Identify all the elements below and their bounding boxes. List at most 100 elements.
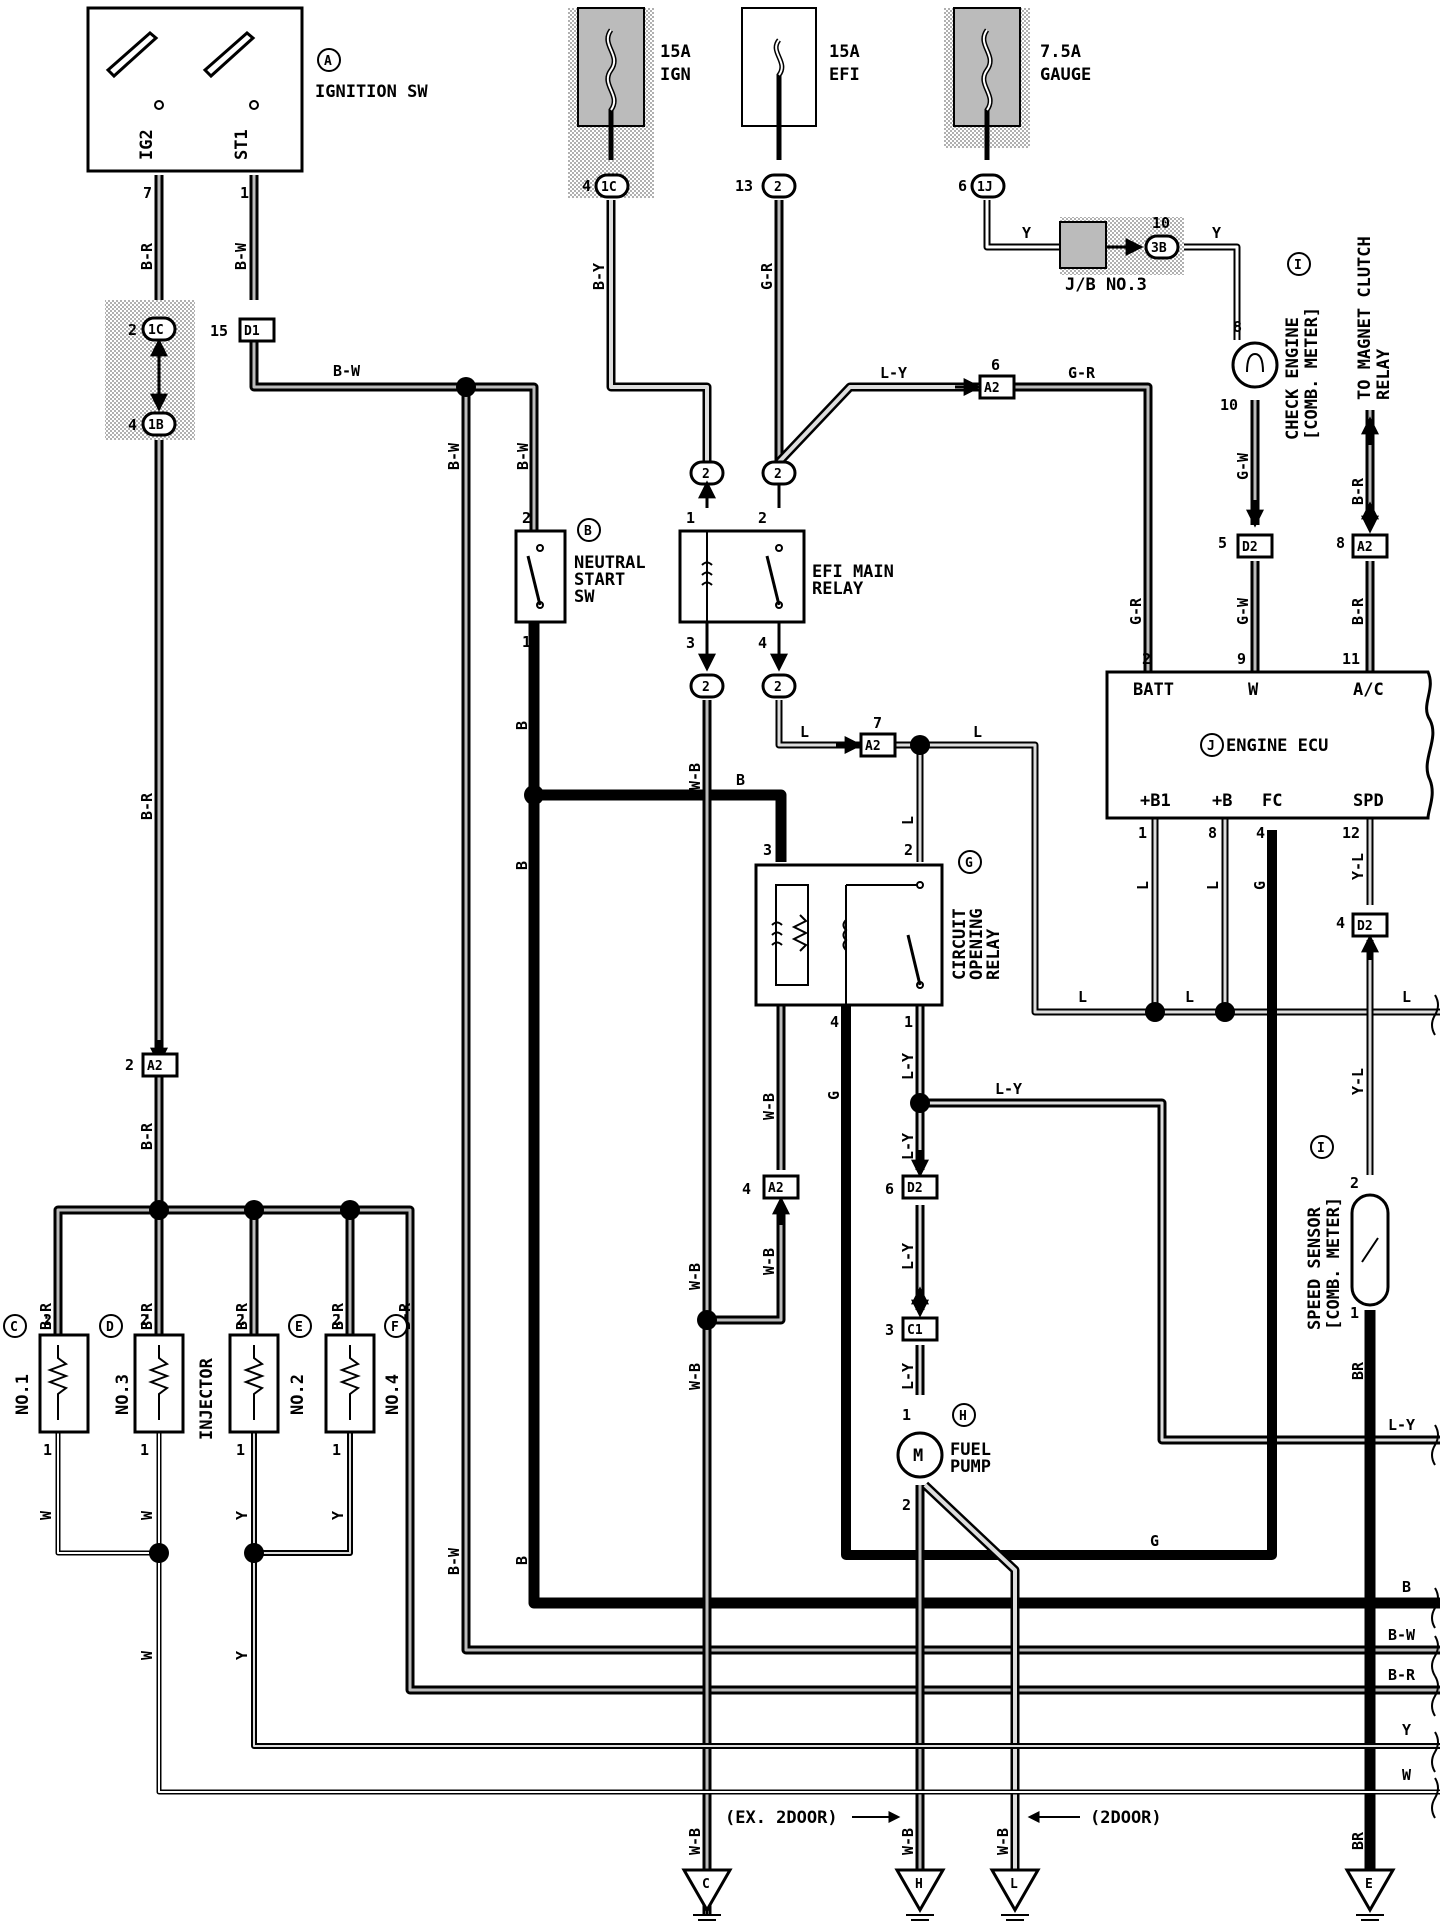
injector-label: INJECTOR [197, 1357, 217, 1440]
svg-text:13: 13 [735, 177, 753, 195]
svg-text:1: 1 [236, 1441, 245, 1459]
svg-text:2: 2 [1350, 1174, 1359, 1192]
wire-pump-ground [915, 1481, 1020, 1895]
svg-text:L-Y: L-Y [880, 364, 907, 382]
wire-wb-relay5 [707, 1005, 786, 1325]
svg-text:4: 4 [758, 634, 767, 652]
connector-a2-4: 4 A2 [742, 1174, 800, 1225]
svg-text:L: L [800, 723, 809, 741]
svg-text:2: 2 [125, 1056, 134, 1074]
svg-text:I: I [1317, 1141, 1325, 1156]
wire-b-relay [534, 789, 787, 862]
ground-c: C [681, 1868, 733, 1921]
injectors: 2 1 C NO.1 2 1 D NO.3 INJECTOR 2 1 E NO.… [3, 1311, 408, 1459]
svg-text:+B: +B [1212, 791, 1232, 811]
svg-text:Y: Y [1402, 1721, 1411, 1739]
svg-text:B-R: B-R [1349, 477, 1367, 505]
svg-text:15A: 15A [829, 42, 860, 62]
svg-text:L-Y: L-Y [899, 1243, 917, 1270]
svg-text:W-B: W-B [899, 1828, 917, 1855]
svg-text:NO.4: NO.4 [383, 1374, 403, 1415]
connector-d1: 15 D1 [210, 317, 276, 343]
svg-text:10: 10 [1220, 396, 1238, 414]
svg-text:9: 9 [1237, 650, 1246, 668]
svg-text:ENGINE ECU: ENGINE ECU [1226, 736, 1328, 756]
svg-text:6: 6 [991, 356, 1000, 374]
svg-text:A/C: A/C [1353, 680, 1384, 700]
svg-text:CHECK ENGINE: CHECK ENGINE [1283, 317, 1303, 440]
svg-text:1: 1 [1350, 1304, 1359, 1322]
svg-text:3B: 3B [1151, 241, 1167, 256]
fuse-efi: 15A EFI [741, 7, 860, 160]
svg-text:A2: A2 [768, 1181, 784, 1196]
connector-1c-ign: 4 1C [582, 173, 630, 199]
svg-text:SPEED SENSOR: SPEED SENSOR [1305, 1206, 1325, 1330]
svg-text:W-B: W-B [686, 1263, 704, 1290]
svg-text:D: D [106, 1320, 114, 1335]
svg-text:A2: A2 [865, 739, 881, 754]
svg-text:2: 2 [774, 680, 782, 695]
svg-text:2: 2 [904, 841, 913, 859]
ig2-label: IG2 [137, 129, 157, 160]
wire-g [841, 830, 1277, 1560]
svg-text:2: 2 [774, 467, 782, 482]
svg-text:M: M [913, 1446, 923, 1466]
svg-text:A2: A2 [984, 381, 1000, 396]
svg-text:[COMB. METER]: [COMB. METER] [1302, 307, 1322, 440]
wire-y-inj [251, 1432, 1440, 1749]
svg-text:15A: 15A [660, 42, 691, 62]
svg-text:B: B [513, 721, 531, 730]
st1-label: ST1 [232, 129, 252, 160]
svg-text:L: L [1204, 881, 1222, 890]
circuit-opening-relay: 3 2 4 1 G CIRCUIT OPENING RELAY [754, 841, 1004, 1031]
connector-a2-6: 6 A2 [955, 356, 1016, 400]
svg-text:L: L [899, 816, 917, 825]
connector-1j: 6 1J [958, 173, 1006, 199]
svg-text:2: 2 [43, 1311, 52, 1329]
svg-text:W: W [138, 1510, 156, 1520]
svg-text:1C: 1C [601, 180, 617, 195]
svg-text:1: 1 [140, 1441, 149, 1459]
magnet-clutch-label: TO MAGNET CLUTCH RELAY [1355, 236, 1394, 400]
svg-text:START: START [574, 570, 625, 590]
svg-text:(2DOOR): (2DOOR) [1090, 1808, 1162, 1828]
wire-b [528, 622, 1440, 1609]
jb3-label: J/B NO.3 [1065, 275, 1147, 295]
svg-text:L: L [1185, 988, 1194, 1006]
svg-text:I: I [1294, 258, 1302, 273]
svg-text:2: 2 [128, 321, 137, 339]
svg-text:B: B [513, 861, 531, 870]
svg-text:C: C [10, 1320, 18, 1335]
check-engine-lamp: 8 10 I CHECK ENGINE [COMB. METER] [1220, 252, 1322, 440]
svg-text:D2: D2 [1242, 540, 1258, 555]
svg-text:2: 2 [332, 1311, 341, 1329]
efi-main-relay: 1 2 EFI MAIN RELAY 3 4 2 2 [678, 509, 894, 699]
wire-bw-st1 [249, 175, 1440, 1655]
svg-text:H: H [959, 1409, 967, 1424]
svg-text:TO MAGNET CLUTCH: TO MAGNET CLUTCH [1355, 236, 1375, 400]
injector-no2: 2 1 E NO.2 [228, 1311, 312, 1459]
svg-text:B-R: B-R [329, 1302, 347, 1330]
svg-text:L-Y: L-Y [899, 1133, 917, 1160]
svg-text:L-Y: L-Y [899, 1053, 917, 1080]
connector-c1: 3 C1 [885, 1286, 939, 1342]
svg-text:BR: BR [1349, 1361, 1367, 1380]
svg-text:W: W [1248, 680, 1259, 700]
svg-text:Y-L: Y-L [1349, 1068, 1367, 1095]
svg-text:D1: D1 [244, 324, 260, 339]
jb3: 10 3B J/B NO.3 [1059, 214, 1184, 295]
svg-text:B-Y: B-Y [590, 263, 608, 290]
wire-br-bus [53, 1205, 1440, 1695]
svg-text:+B1: +B1 [1140, 791, 1171, 811]
svg-text:G: G [1150, 1532, 1159, 1550]
ignition-switch: IG2 ST1 7 1 [86, 6, 304, 202]
svg-text:4: 4 [582, 177, 591, 195]
svg-text:B-W: B-W [514, 442, 532, 470]
engine-ecu: 2 9 11 BATT W A/C J ENGINE ECU +B1 +B FC… [1105, 650, 1435, 842]
svg-text:W: W [1402, 1766, 1412, 1784]
svg-text:NEUTRAL: NEUTRAL [574, 553, 646, 573]
svg-text:E: E [1365, 1877, 1373, 1892]
svg-text:(EX. 2DOOR): (EX. 2DOOR) [725, 1808, 838, 1828]
svg-text:5: 5 [1218, 534, 1227, 552]
